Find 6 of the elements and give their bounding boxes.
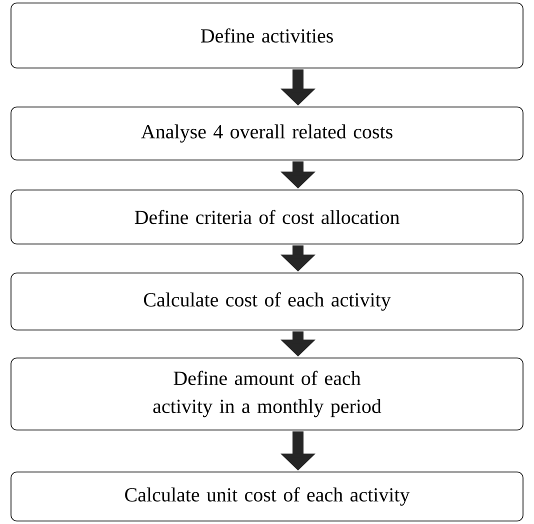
process-box: Calculate cost of each activity xyxy=(10,272,524,330)
process-box: Define amount of each activity in a monthly period xyxy=(10,358,524,430)
process-box: Analyse 4 overall related costs xyxy=(10,106,524,160)
process-box: Calculate unit cost of each activity xyxy=(10,472,524,522)
process-box: Define criteria of cost allocation xyxy=(10,190,524,244)
process-box: Define activities xyxy=(10,2,524,68)
